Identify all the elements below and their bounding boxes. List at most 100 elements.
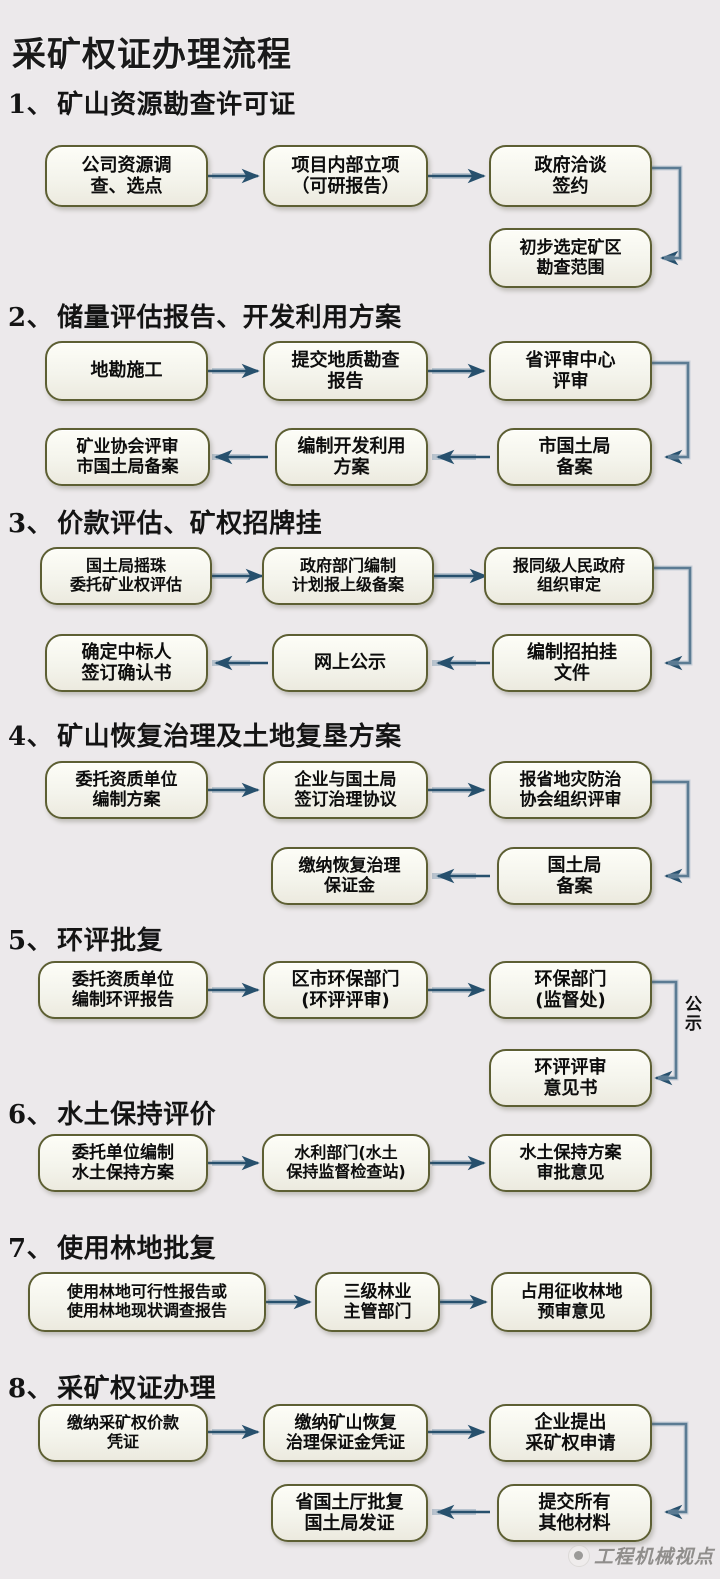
- flow-node[interactable]: 公司资源调 查、选点: [45, 145, 208, 207]
- flow-node[interactable]: 政府洽谈 签约: [489, 145, 652, 207]
- flow-node-label: 项目内部立项 （可研报告）: [291, 154, 400, 197]
- flow-node-label: 市国土局 备案: [538, 435, 611, 478]
- flow-node[interactable]: 编制开发利用 方案: [275, 428, 428, 486]
- flow-node[interactable]: 编制招拍挂 文件: [492, 634, 652, 692]
- flow-node[interactable]: 区市环保部门 (环评评审): [263, 961, 428, 1019]
- section-heading-2: 2、储量评估报告、开发利用方案: [8, 297, 402, 334]
- section-heading-7: 7、使用林地批复: [8, 1228, 216, 1265]
- flow-node-label: 委托单位编制 水土保持方案: [72, 1142, 174, 1183]
- section-number-2: 2、: [8, 303, 54, 333]
- flow-node[interactable]: 地勘施工: [45, 341, 208, 401]
- flow-node[interactable]: 提交地质勘查 报告: [263, 341, 428, 401]
- flow-node[interactable]: 网上公示: [272, 634, 428, 692]
- flow-node[interactable]: 缴纳采矿权价款 凭证: [38, 1404, 208, 1462]
- section-number-6: 6、: [8, 1100, 54, 1130]
- flow-node-label: 矿业协会评审 市国土局备案: [76, 436, 179, 477]
- flow-node-label: 政府洽谈 签约: [534, 154, 607, 197]
- flow-node-label: 国土局 备案: [547, 854, 602, 897]
- flow-node[interactable]: 确定中标人 签订确认书: [45, 634, 208, 692]
- flow-node[interactable]: 国土局摇珠 委托矿业权评估: [40, 547, 212, 605]
- watermark: 工程机械视点: [567, 1542, 714, 1569]
- section-title-3: 价款评估、矿权招牌挂: [57, 509, 323, 539]
- section-title-6: 水土保持评价: [57, 1100, 217, 1130]
- flow-node-label: 政府部门编制 计划报上级备案: [291, 556, 404, 594]
- flow-node-label: 省国土厅批复 国土局发证: [295, 1491, 404, 1534]
- watermark-logo-icon: [567, 1544, 590, 1567]
- flow-node[interactable]: 水利部门(水土 保持监督检查站): [262, 1134, 430, 1192]
- flow-node-label: 缴纳采矿权价款 凭证: [66, 1413, 179, 1451]
- flow-node[interactable]: 委托单位编制 水土保持方案: [38, 1134, 208, 1192]
- flow-node[interactable]: 矿业协会评审 市国土局备案: [45, 428, 210, 486]
- flow-node-label: 地勘施工: [90, 360, 163, 382]
- flow-node[interactable]: 项目内部立项 （可研报告）: [263, 145, 428, 207]
- flow-node[interactable]: 委托资质单位 编制方案: [45, 761, 208, 819]
- flow-node-label: 报省地灾防治 协会组织评审: [519, 769, 622, 810]
- flow-node[interactable]: 国土局 备案: [497, 847, 652, 905]
- flow-node-label: 环保部门 (监督处): [534, 968, 607, 1011]
- flow-node[interactable]: 使用林地可行性报告或 使用林地现状调查报告: [28, 1272, 266, 1332]
- section-number-3: 3、: [8, 509, 54, 539]
- edge-annotation-gongshi: 公示: [681, 995, 701, 1033]
- flow-node[interactable]: 环评评审 意见书: [489, 1049, 652, 1107]
- flow-node-label: 委托资质单位 编制环评报告: [72, 969, 174, 1010]
- section-title-2: 储量评估报告、开发利用方案: [57, 303, 402, 333]
- section-number-4: 4、: [8, 722, 54, 752]
- flow-node-label: 网上公示: [314, 652, 386, 674]
- flow-node-label: 确定中标人 签订确认书: [81, 641, 172, 684]
- flow-node[interactable]: 缴纳恢复治理 保证金: [271, 847, 428, 905]
- section-number-8: 8、: [8, 1374, 54, 1404]
- flow-node[interactable]: 三级林业 主管部门: [315, 1272, 440, 1332]
- flow-node[interactable]: 提交所有 其他材料: [497, 1484, 652, 1542]
- flow-node[interactable]: 省评审中心 评审: [489, 341, 652, 401]
- flow-node-label: 使用林地可行性报告或 使用林地现状调查报告: [66, 1282, 227, 1320]
- flow-node-label: 缴纳恢复治理 保证金: [298, 855, 401, 896]
- section-title-5: 环评批复: [57, 926, 164, 956]
- section-heading-8: 8、采矿权证办理: [8, 1368, 216, 1405]
- flow-node-label: 缴纳矿山恢复 治理保证金凭证: [286, 1412, 405, 1453]
- flow-node-label: 企业提出 采矿权申请: [525, 1411, 616, 1454]
- flow-node-label: 国土局摇珠 委托矿业权评估: [69, 556, 182, 594]
- section-heading-5: 5、环评批复: [8, 920, 163, 957]
- flow-node-label: 企业与国土局 签订治理协议: [294, 769, 397, 810]
- section-heading-4: 4、矿山恢复治理及土地复垦方案: [8, 716, 402, 753]
- flow-node-label: 委托资质单位 编制方案: [75, 769, 178, 810]
- flow-node[interactable]: 环保部门 (监督处): [489, 961, 652, 1019]
- flow-node-label: 环评评审 意见书: [534, 1056, 607, 1099]
- flow-node-label: 报同级人民政府 组织审定: [512, 556, 625, 594]
- flow-node-label: 三级林业 主管部门: [343, 1281, 412, 1322]
- flow-node[interactable]: 委托资质单位 编制环评报告: [38, 961, 208, 1019]
- flow-node-label: 公司资源调 查、选点: [81, 154, 172, 197]
- flow-node[interactable]: 企业与国土局 签订治理协议: [263, 761, 428, 819]
- flow-node-label: 提交地质勘查 报告: [291, 349, 400, 392]
- section-heading-1: 1、矿山资源勘查许可证: [8, 84, 296, 121]
- flow-node-label: 编制开发利用 方案: [297, 435, 406, 478]
- flow-node-label: 编制招拍挂 文件: [527, 641, 617, 684]
- flow-node-label: 初步选定矿区 勘查范围: [519, 237, 622, 278]
- flow-node[interactable]: 省国土厅批复 国土局发证: [271, 1484, 428, 1542]
- page-title: 采矿权证办理流程: [12, 35, 292, 75]
- flow-node[interactable]: 占用征收林地 预审意见: [491, 1272, 652, 1332]
- flow-node-label: 区市环保部门 (环评评审): [291, 968, 400, 1011]
- section-title-7: 使用林地批复: [57, 1234, 217, 1264]
- section-heading-3: 3、价款评估、矿权招牌挂: [8, 503, 322, 540]
- section-heading-6: 6、水土保持评价: [8, 1094, 216, 1131]
- flow-node-label: 水土保持方案 审批意见: [519, 1142, 622, 1183]
- flow-node-label: 提交所有 其他材料: [538, 1491, 611, 1534]
- section-number-7: 7、: [8, 1234, 54, 1264]
- flow-node[interactable]: 初步选定矿区 勘查范围: [489, 228, 652, 288]
- section-number-5: 5、: [8, 926, 54, 956]
- flow-node[interactable]: 报省地灾防治 协会组织评审: [489, 761, 652, 819]
- watermark-text: 工程机械视点: [593, 1546, 714, 1568]
- flow-node[interactable]: 缴纳矿山恢复 治理保证金凭证: [263, 1404, 428, 1462]
- flow-node-label: 占用征收林地 预审意见: [520, 1281, 623, 1322]
- flow-node[interactable]: 市国土局 备案: [497, 428, 652, 486]
- flow-node-label: 省评审中心 评审: [525, 349, 616, 392]
- flow-node[interactable]: 水土保持方案 审批意见: [489, 1134, 652, 1192]
- section-number-1: 1、: [8, 90, 54, 120]
- section-title-4: 矿山恢复治理及土地复垦方案: [57, 722, 402, 752]
- flow-node[interactable]: 报同级人民政府 组织审定: [484, 547, 654, 605]
- section-title-1: 矿山资源勘查许可证: [57, 90, 296, 120]
- flow-node[interactable]: 企业提出 采矿权申请: [489, 1404, 652, 1462]
- flow-node[interactable]: 政府部门编制 计划报上级备案: [262, 547, 434, 605]
